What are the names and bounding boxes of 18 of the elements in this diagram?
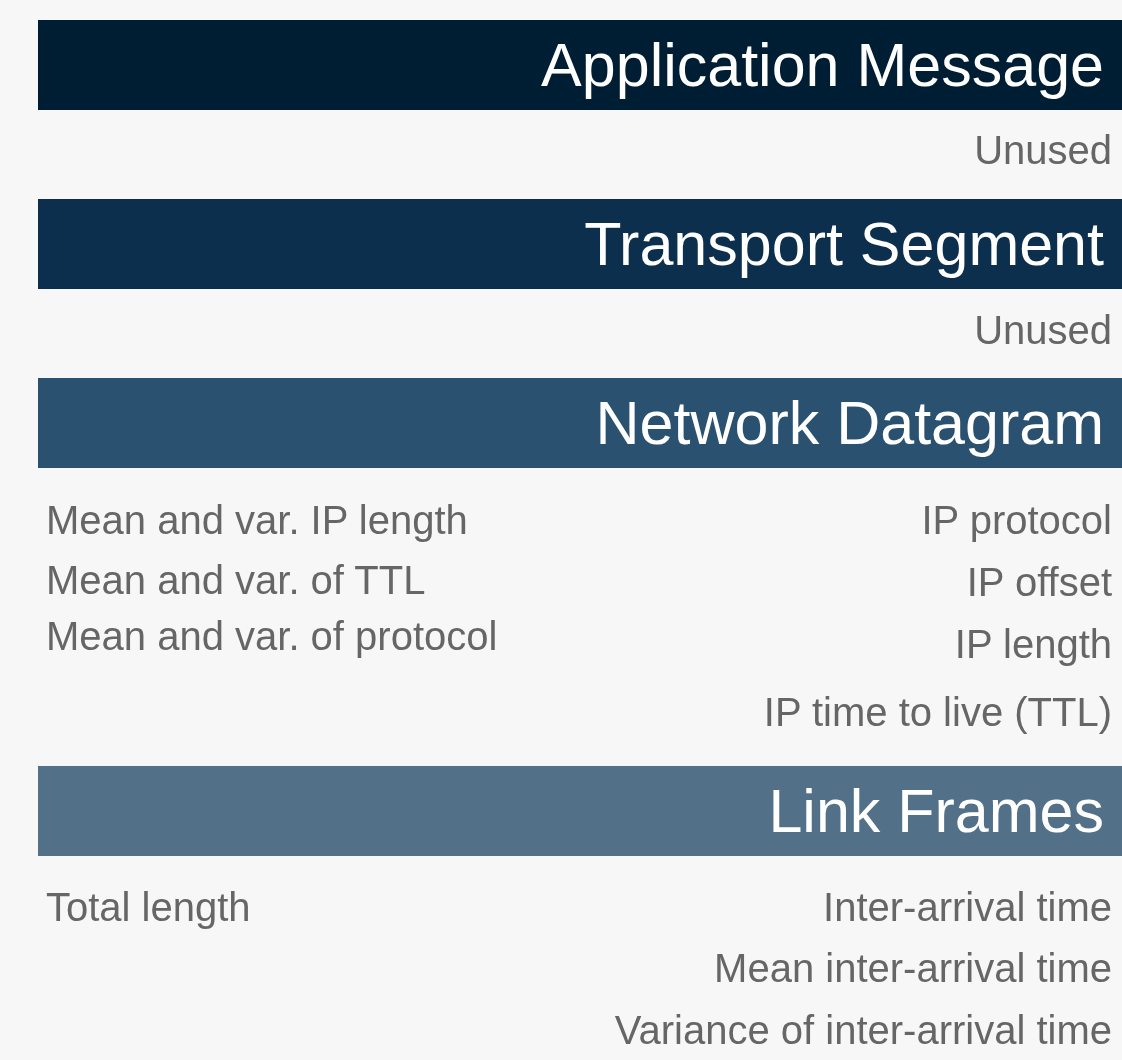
feature-label: Inter-arrival time [823,887,1112,927]
feature-label: IP time to live (TTL) [763,692,1112,732]
feature-label: Unused [974,310,1112,350]
feature-label: Unused [974,130,1112,170]
layer-band [38,20,1122,110]
feature-label: Total length [46,887,251,927]
layer-band [38,199,1122,289]
feature-label: IP offset [966,562,1112,602]
feature-label: IP protocol [921,500,1112,540]
feature-label: Variance of inter-arrival time [614,1010,1112,1050]
layer-band [38,378,1122,468]
feature-label: Mean inter-arrival time [714,948,1112,988]
feature-label: IP length [954,624,1112,664]
layer-band [38,766,1122,856]
feature-label: Mean and var. IP length [46,500,468,540]
feature-label: Mean and var. of protocol [46,616,498,656]
layer-heading: Link Frames [768,780,1104,842]
feature-label: Mean and var. of TTL [46,560,426,600]
